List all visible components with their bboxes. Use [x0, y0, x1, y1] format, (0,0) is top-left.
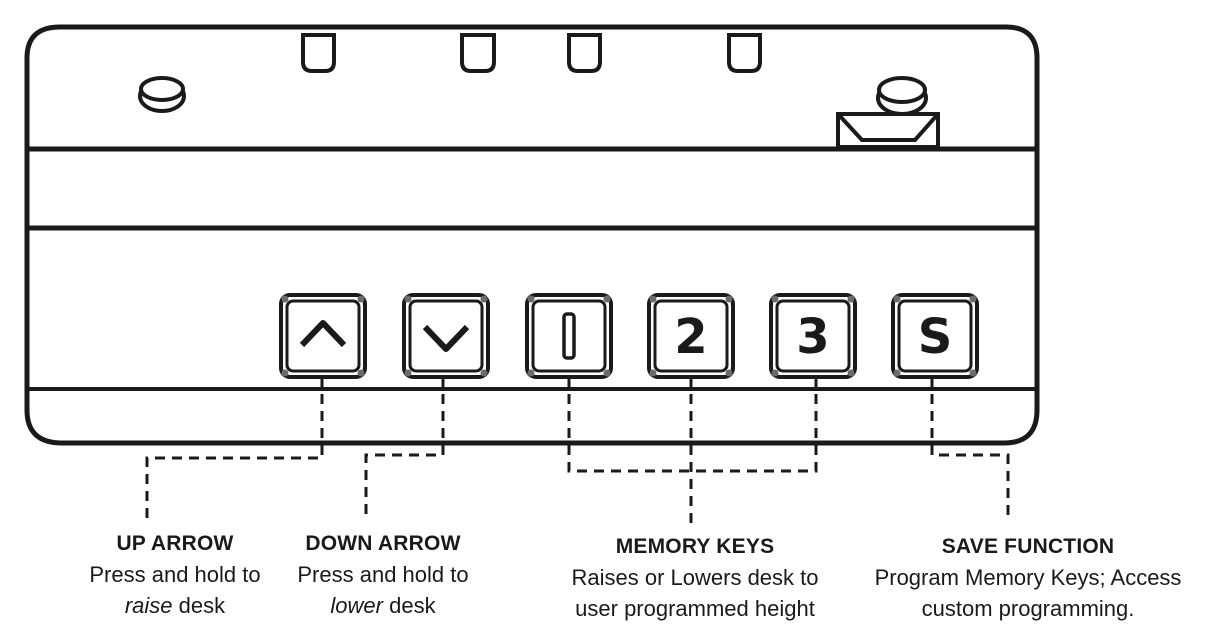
- memory-keys-label: MEMORY KEYS Raises or Lowers desk to use…: [545, 531, 845, 624]
- key-corner-dot: [603, 295, 611, 303]
- mounting-clip: [301, 33, 336, 73]
- chevron-up-icon: [299, 320, 347, 348]
- key-symbol-save: S: [918, 309, 953, 365]
- leader-up-arrow: [145, 377, 324, 520]
- key-down[interactable]: [402, 293, 490, 379]
- key-up[interactable]: [279, 293, 367, 379]
- key-corner-dot: [771, 295, 779, 303]
- key-corner-dot: [404, 369, 412, 377]
- key-corner-dot: [357, 295, 365, 303]
- down-arrow-desc-line2: lower desk: [268, 590, 498, 621]
- leader-save-function: [930, 377, 1010, 520]
- key-corner-dot: [480, 369, 488, 377]
- key-m1[interactable]: [525, 293, 613, 379]
- key-corner-dot: [725, 369, 733, 377]
- down-arrow-desc-rest: desk: [382, 593, 436, 618]
- memory-keys-desc-line2: user programmed height: [575, 596, 815, 621]
- save-function-desc-line1: Program Memory Keys; Access: [874, 565, 1182, 590]
- chevron-down-icon: [422, 324, 470, 352]
- save-function-desc-line2: custom programming.: [921, 596, 1135, 621]
- key-corner-dot: [357, 369, 365, 377]
- up-arrow-label: UP ARROW Press and hold to raise desk: [60, 528, 290, 621]
- sensor-window: [836, 112, 940, 149]
- mounting-clips: [301, 33, 762, 73]
- mounting-clip: [460, 33, 496, 73]
- screw-right: [876, 76, 928, 116]
- down-arrow-emphasis: lower: [330, 593, 383, 618]
- up-arrow-title: UP ARROW: [116, 532, 234, 555]
- down-arrow-desc-line1: Press and hold to: [297, 562, 469, 587]
- up-arrow-desc-line1: Press and hold to: [89, 562, 261, 587]
- key-corner-dot: [649, 369, 657, 377]
- key-corner-dot: [603, 369, 611, 377]
- memory-keys-title: MEMORY KEYS: [615, 535, 775, 558]
- mounting-clip: [567, 33, 602, 73]
- key-save[interactable]: S: [891, 293, 979, 379]
- save-function-label: SAVE FUNCTION Program Memory Keys; Acces…: [852, 531, 1204, 624]
- key-symbol-m2: 2: [674, 309, 707, 365]
- save-function-title: SAVE FUNCTION: [941, 535, 1115, 558]
- bar-one-icon: [562, 312, 576, 360]
- key-corner-dot: [527, 295, 535, 303]
- screw-left: [138, 76, 186, 113]
- key-corner-dot: [969, 295, 977, 303]
- key-m3[interactable]: 3: [769, 293, 857, 379]
- key-corner-dot: [281, 295, 289, 303]
- key-m2[interactable]: 2: [647, 293, 735, 379]
- up-arrow-desc-line2: raise desk: [60, 590, 290, 621]
- key-corner-dot: [893, 295, 901, 303]
- key-corner-dot: [893, 369, 901, 377]
- key-corner-dot: [771, 369, 779, 377]
- key-corner-dot: [527, 369, 535, 377]
- key-corner-dot: [480, 295, 488, 303]
- key-corner-dot: [725, 295, 733, 303]
- leader-down-arrow: [364, 377, 445, 520]
- leader-lines: [145, 377, 1010, 523]
- key-symbol-m3: 3: [796, 309, 829, 365]
- mounting-clip: [727, 33, 762, 73]
- down-arrow-title: DOWN ARROW: [305, 532, 461, 555]
- key-corner-dot: [847, 369, 855, 377]
- key-corner-dot: [281, 369, 289, 377]
- memory-keys-desc-line1: Raises or Lowers desk to: [571, 565, 819, 590]
- up-arrow-desc-rest: desk: [172, 593, 226, 618]
- key-corner-dot: [649, 295, 657, 303]
- down-arrow-label: DOWN ARROW Press and hold to lower desk: [268, 528, 498, 621]
- up-arrow-emphasis: raise: [124, 593, 173, 618]
- keys-group: 2 3 S: [279, 293, 979, 379]
- key-corner-dot: [847, 295, 855, 303]
- key-corner-dot: [969, 369, 977, 377]
- key-corner-dot: [404, 295, 412, 303]
